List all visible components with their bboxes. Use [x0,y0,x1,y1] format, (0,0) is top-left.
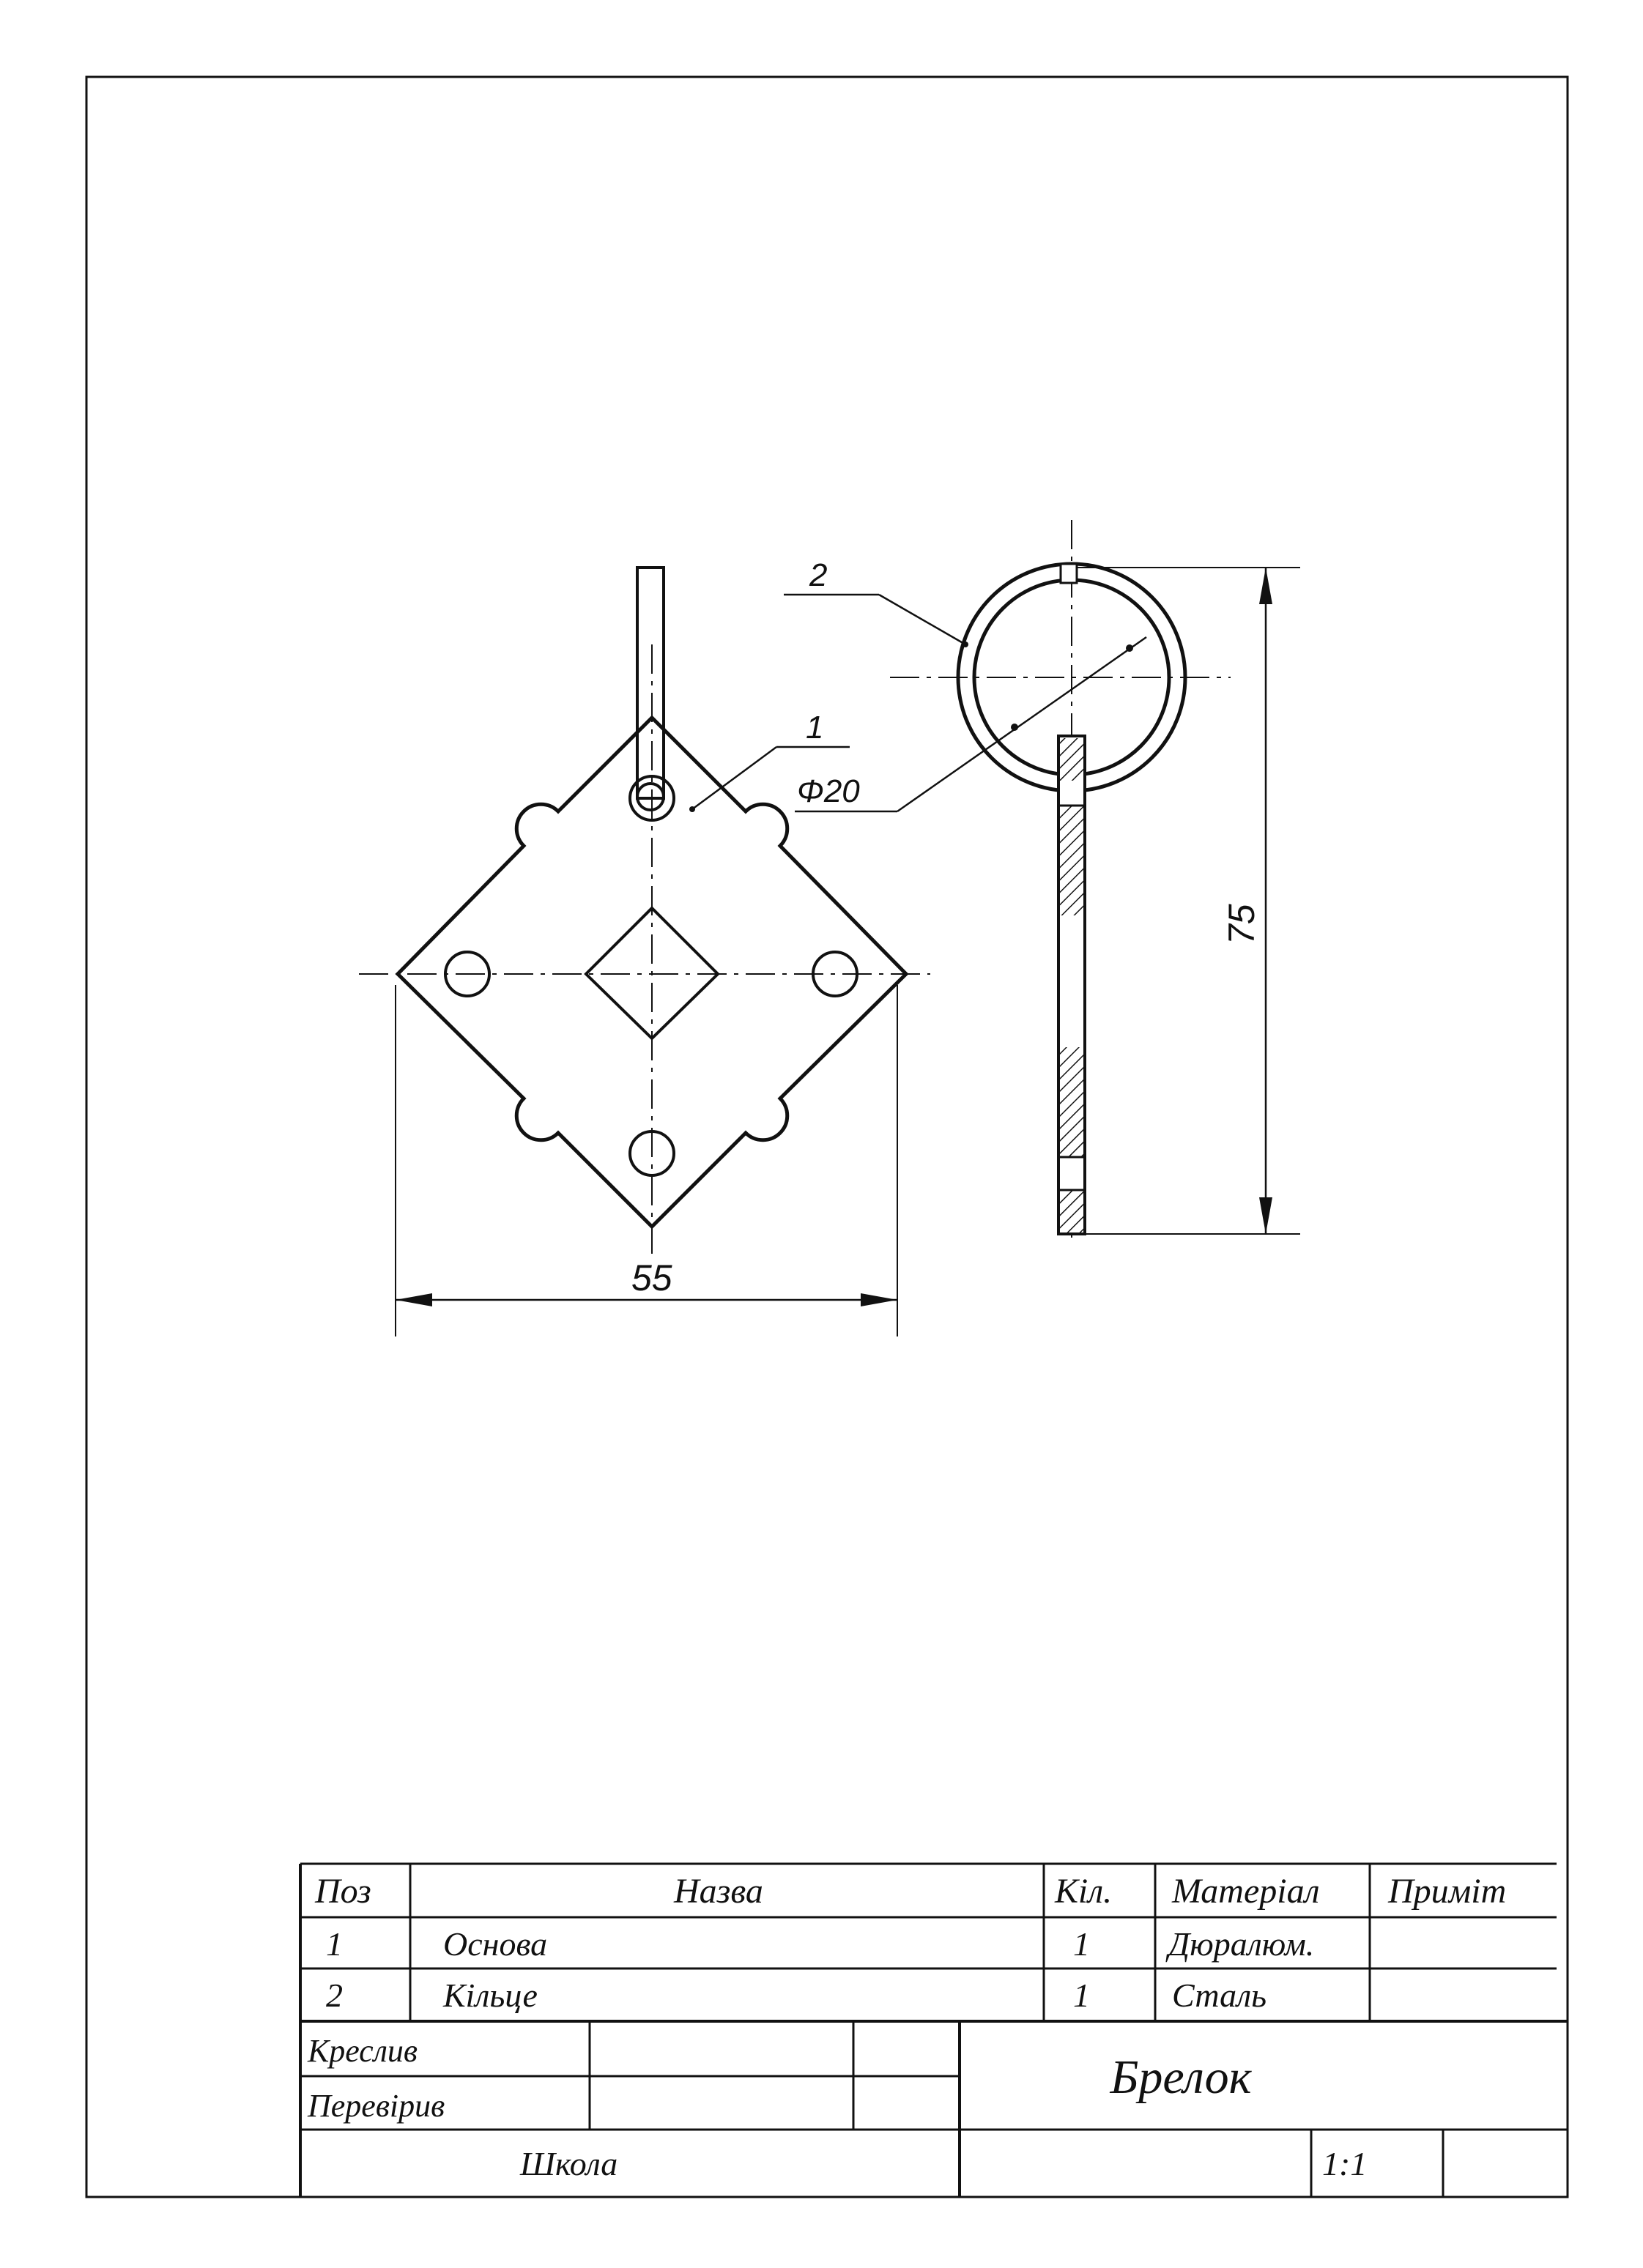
leader-2-line [878,593,966,646]
title-block: Креслив Перевірив Школа Брелок 1:1 [300,2021,1568,2197]
spec-row1-name: Основа [443,1925,547,1963]
leader-1-label: 1 [806,710,823,746]
section-hatch-1 [1058,738,1085,781]
tb-school-label: Школа [519,2145,617,2182]
dim-diameter-line [897,636,1147,813]
spec-header-note: Приміт [1387,1872,1506,1911]
dim-55-arrow-left [396,1293,432,1306]
ring-gap [1059,562,1078,584]
dim-55-label: 55 [631,1257,672,1298]
dim-diameter-dot-2 [1126,644,1133,652]
spec-row2-pos: 2 [326,1977,343,2014]
dim-75-arrow-top [1259,568,1272,604]
spec-row1-qty: 1 [1073,1925,1090,1963]
tb-drawn-label: Креслив [307,2033,418,2069]
dim-diameter-label: Φ20 [797,773,860,809]
spec-row2-name: Кільце [442,1977,538,2014]
bottom-hole [628,1130,675,1177]
dim-75-arrow-bottom [1259,1197,1272,1234]
specification-table: Поз Назва Кіл. Матеріал Приміт 1 Основа … [299,1862,1568,2197]
left-hole [444,951,491,997]
dim-55-arrow-right [861,1293,897,1306]
leader-2-label: 2 [809,557,827,593]
tb-checked-label: Перевірив [307,2088,445,2124]
spec-row1-material: Дюралюм. [1165,1925,1314,1963]
section-hatch-2 [1058,806,1085,915]
spec-row2-material: Сталь [1172,1977,1266,2014]
tb-scale: 1:1 [1322,2145,1367,2182]
leader-2-dot [963,642,968,647]
ring-wire-front [636,566,665,800]
spec-header-pos: Поз [314,1872,371,1911]
top-hole [628,775,675,822]
spec-row2-qty: 1 [1073,1977,1090,2014]
spec-header-material: Матеріал [1171,1872,1320,1911]
dim-75-label: 75 [1221,904,1262,945]
section-hatch-4 [1058,1190,1085,1232]
side-view: 2 Φ20 75 [784,520,1300,1238]
spec-header-name: Назва [673,1872,763,1911]
right-hole [812,951,858,997]
front-view: 1 55 [359,566,930,1336]
leader-1-line [691,746,777,811]
spec-header-qty: Кіл. [1054,1872,1112,1911]
center-square-hole [584,906,720,1041]
ring-wire-end [636,782,665,811]
tb-title: Брелок [1109,2051,1252,2104]
section-hatch-3 [1058,1047,1085,1157]
dim-diameter-dot-1 [1011,724,1018,731]
sheet-frame [85,75,1569,2198]
spec-row1-pos: 1 [326,1925,343,1963]
leader-1-dot [689,806,695,812]
plate-outline [395,715,909,1230]
